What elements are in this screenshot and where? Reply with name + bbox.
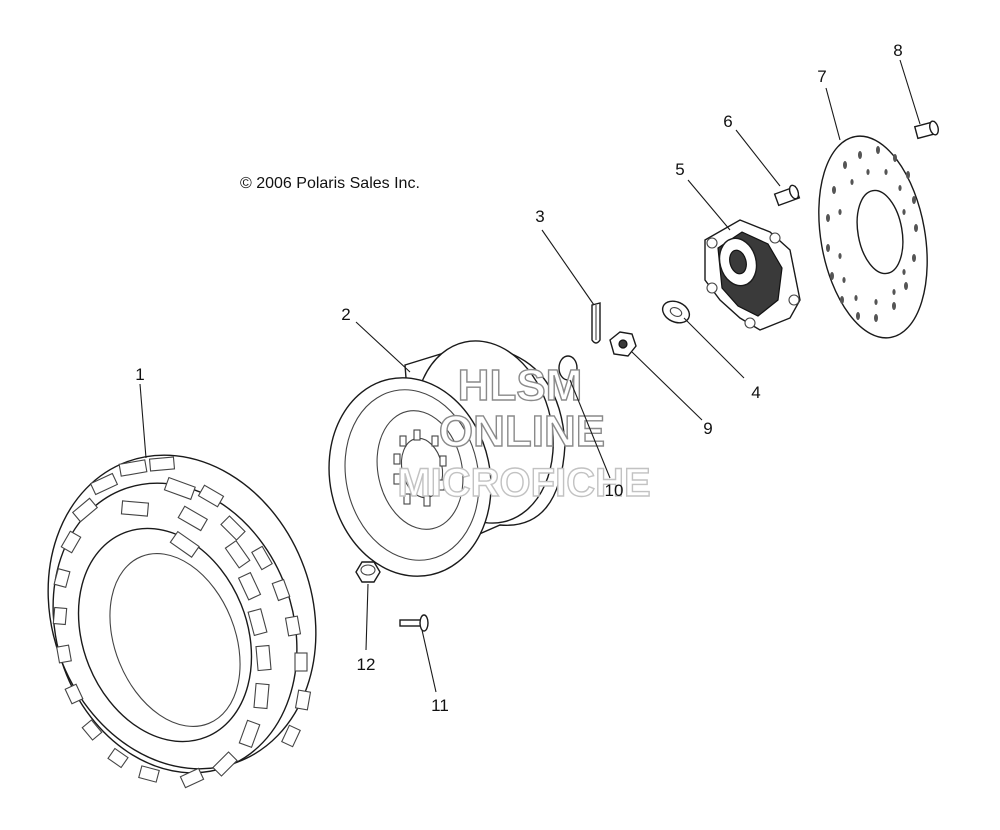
castle-nut <box>609 331 637 357</box>
leader-8 <box>899 59 921 125</box>
callout-6: 6 <box>723 112 732 131</box>
callout-10: 10 <box>605 481 624 500</box>
callout-labels: 1 2 3 4 5 6 7 8 9 10 11 12 <box>135 41 902 715</box>
cotter-pin <box>591 302 601 344</box>
leader-2 <box>355 321 411 373</box>
callout-11: 11 <box>431 696 449 715</box>
callout-4: 4 <box>751 383 760 402</box>
disc-bolt <box>913 120 939 140</box>
leader-3 <box>541 229 595 306</box>
callout-8: 8 <box>893 41 902 60</box>
leader-7 <box>825 87 841 141</box>
leader-6 <box>735 129 781 187</box>
washer <box>661 300 691 324</box>
valve-stem <box>558 355 578 381</box>
brake-disc <box>818 135 928 339</box>
watermark-line-2: ONLINE <box>439 407 605 456</box>
leader-10 <box>569 379 611 479</box>
hub-bolt <box>773 184 801 207</box>
callout-5: 5 <box>675 160 684 179</box>
callout-1: 1 <box>135 365 144 384</box>
wheel-hub <box>704 219 801 331</box>
leader-4 <box>683 317 745 379</box>
watermark: HLSM ONLINE MICROFICHE <box>397 360 652 505</box>
watermark-line-1: HLSM <box>458 361 583 410</box>
leader-9 <box>631 351 703 421</box>
leader-1 <box>139 383 147 459</box>
wheel-rim <box>328 340 566 577</box>
callout-3: 3 <box>535 207 544 226</box>
copyright-notice: © 2006 Polaris Sales Inc. <box>240 175 420 192</box>
callout-12: 12 <box>357 655 376 674</box>
wheel-stud <box>399 614 429 632</box>
callout-2: 2 <box>341 305 350 324</box>
leader-11 <box>421 629 437 693</box>
leader-12 <box>365 583 369 651</box>
callout-9: 9 <box>703 419 712 438</box>
lug-nut <box>355 561 381 583</box>
leader-lines <box>139 59 921 693</box>
callout-7: 7 <box>817 67 826 86</box>
watermark-line-3: MICROFICHE <box>397 461 650 505</box>
tire <box>47 454 317 789</box>
leader-5 <box>687 179 731 231</box>
